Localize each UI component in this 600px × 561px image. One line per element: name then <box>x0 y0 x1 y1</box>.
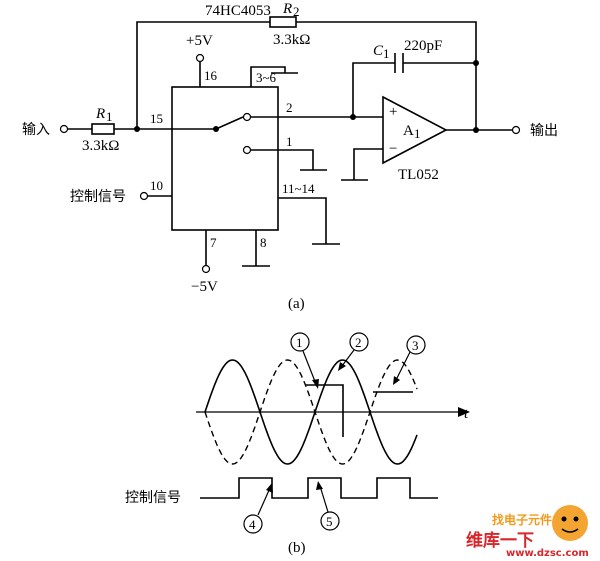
r1-sub: 1 <box>106 109 113 124</box>
switch-blade <box>215 116 244 130</box>
r2-name: R <box>282 1 292 17</box>
supply-neg: −5V <box>191 279 218 295</box>
pin-16: 16 <box>204 68 218 83</box>
chip-name: 74HC4053 <box>205 3 271 19</box>
pin-10: 10 <box>150 178 163 193</box>
output-label: 输出 <box>530 123 558 139</box>
opamp-name: A <box>403 123 414 139</box>
marker-2: 2 <box>338 332 369 371</box>
pin-15: 15 <box>150 111 163 126</box>
opamp-a1 <box>382 95 448 165</box>
marker-1: 1 <box>290 332 319 389</box>
opamp-part: TL052 <box>398 167 439 183</box>
pin-2: 2 <box>286 100 293 115</box>
sine-wave-dashed <box>204 359 418 465</box>
watermark-url: www.dzsc.com <box>506 548 589 559</box>
svg-text:3: 3 <box>412 338 419 353</box>
waveform-diagram: t 1 2 3 控制信号 <box>125 332 470 556</box>
pin-1: 1 <box>286 134 293 149</box>
r1-value: 3.3kΩ <box>82 138 119 154</box>
opamp-plus: + <box>389 104 397 120</box>
control-square-wave <box>200 477 438 499</box>
svg-text:5: 5 <box>326 514 333 529</box>
opamp-sub: 1 <box>414 126 421 141</box>
r2-sub: 2 <box>293 4 300 19</box>
opamp-minus: − <box>389 141 397 157</box>
input-label: 输入 <box>22 122 50 138</box>
pin-7: 7 <box>210 235 217 250</box>
pin-3-6: 3~6 <box>256 70 277 85</box>
sine-wave-solid <box>204 359 418 465</box>
input-terminal <box>59 124 69 134</box>
output-terminal <box>511 125 521 135</box>
watermark-line2: 维库一下 <box>466 530 534 551</box>
c1-sub: 1 <box>383 46 390 61</box>
caption-b: (b) <box>288 540 306 556</box>
pin-11-14: 11~14 <box>282 181 315 196</box>
svg-text:4: 4 <box>249 517 256 532</box>
r2-value: 3.3kΩ <box>273 32 310 48</box>
r1-name: R <box>95 106 105 122</box>
marker-3: 3 <box>393 335 426 385</box>
caption-a: (a) <box>288 296 305 312</box>
marker-5: 5 <box>316 481 340 531</box>
time-axis-label: t <box>464 406 469 422</box>
mascot-icon <box>552 505 588 541</box>
resistor-r1 <box>91 123 115 135</box>
watermark-line1: 找电子元件 <box>492 512 552 527</box>
mux-chip-74hc4053 <box>171 86 279 231</box>
supply-pos: +5V <box>186 33 213 49</box>
watermark-logo: 找电子元件 维库一下 www.dzsc.com <box>466 505 589 559</box>
c1-value: 220pF <box>404 38 442 54</box>
control-terminal <box>139 191 149 201</box>
c1-name: C <box>373 43 384 59</box>
pin-8: 8 <box>260 235 267 250</box>
svg-text:1: 1 <box>296 335 303 350</box>
control-signal-label: 控制信号 <box>70 189 126 205</box>
control-wave-label: 控制信号 <box>125 490 181 506</box>
output-step-1 <box>306 384 344 437</box>
marker-4: 4 <box>243 483 273 534</box>
svg-text:2: 2 <box>355 335 362 350</box>
circuit-schematic: 输入 输出 控制信号 R 1 3.3kΩ 74HC4053 R 2 3.3kΩ … <box>22 1 558 312</box>
